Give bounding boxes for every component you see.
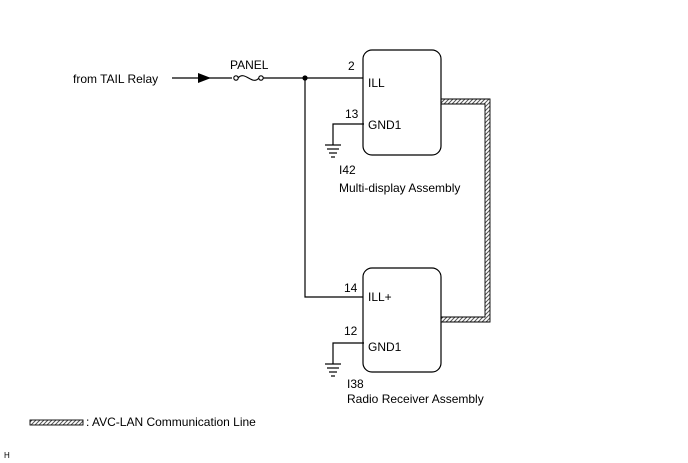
pin-name-gnd1: GND1 xyxy=(368,340,402,354)
radio-receiver-assembly-box xyxy=(362,267,442,373)
ground-icon xyxy=(325,363,341,377)
fuse-icon xyxy=(233,75,264,81)
pin-number-ill: 2 xyxy=(348,59,355,73)
pin-name-ill: ILL xyxy=(368,76,385,90)
pin-number-gnd1: 13 xyxy=(345,107,359,121)
legend-swatch xyxy=(29,419,84,426)
component-code: I38 xyxy=(347,377,364,391)
legend-label: : AVC-LAN Communication Line xyxy=(86,415,256,429)
component-name: Radio Receiver Assembly xyxy=(347,392,484,406)
fuse-label: PANEL xyxy=(230,58,269,72)
pin-number-gnd1: 12 xyxy=(344,324,358,338)
source-label: from TAIL Relay xyxy=(73,72,158,86)
ground-wire xyxy=(332,123,364,145)
branch-wire xyxy=(304,78,364,298)
pin-name-ill-plus: ILL+ xyxy=(368,290,392,304)
input-arrow-icon xyxy=(198,73,211,83)
ground-icon xyxy=(325,144,341,158)
component-name: Multi-display Assembly xyxy=(339,181,460,195)
corner-mark: H xyxy=(4,451,10,460)
pin-number-ill-plus: 14 xyxy=(344,281,358,295)
pin-name-gnd1: GND1 xyxy=(368,118,402,132)
ground-wire xyxy=(332,342,364,364)
component-code: I42 xyxy=(339,163,356,177)
avc-lan-line xyxy=(440,98,491,323)
multi-display-assembly-box xyxy=(362,49,442,156)
